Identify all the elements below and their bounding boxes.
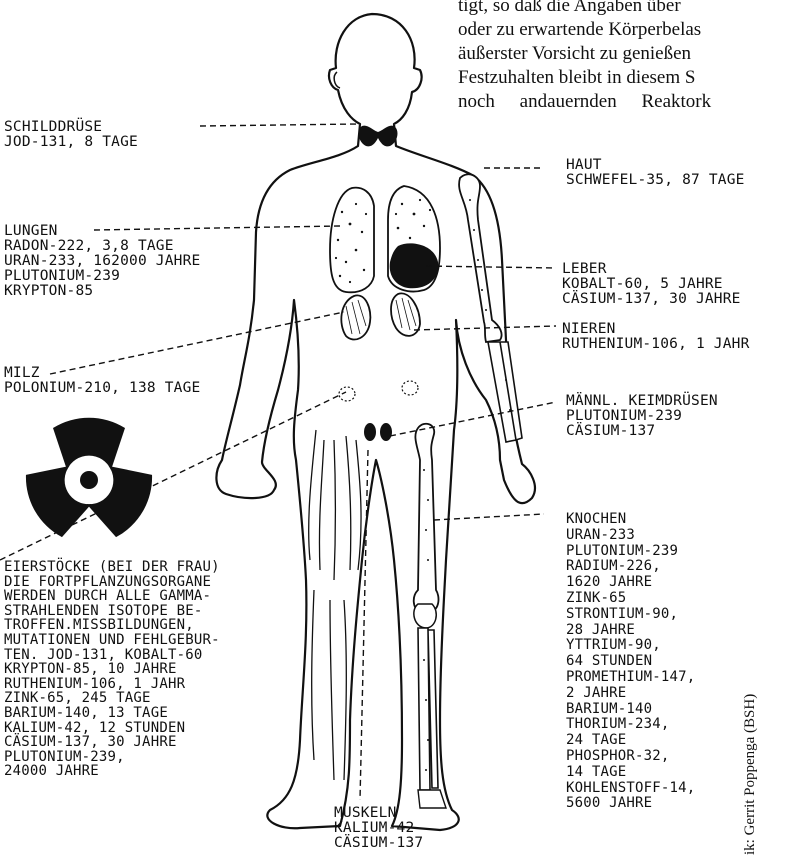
isotope-line: Krypton-85 bbox=[4, 284, 200, 299]
paragraph-line: Festzuhalten bleibt in diesem S bbox=[458, 66, 799, 90]
isotope-line: 2 Jahre bbox=[566, 686, 695, 702]
isotope-line: Die Fortpflanzungsorgane bbox=[4, 575, 220, 590]
bone-stipple bbox=[423, 199, 511, 771]
isotope-line: troffen.Mißbildungen, bbox=[4, 618, 220, 633]
isotope-line: Cäsium-137 bbox=[566, 424, 718, 439]
label-skin: HautSchwefel-35, 87 Tage bbox=[566, 158, 745, 188]
humerus-bone bbox=[459, 174, 502, 342]
isotope-line: 28 Jahre bbox=[566, 623, 695, 639]
organ-title: Eierstöcke (bei der Frau) bbox=[4, 560, 220, 575]
label-bones: KnochenUran-233Plutonium-239Radium-226,1… bbox=[566, 512, 695, 812]
isotope-line: Ruthenium-106, 1 Jahr bbox=[4, 677, 220, 692]
ear bbox=[334, 72, 340, 88]
organ-title: Knochen bbox=[566, 512, 695, 528]
organ-title: Leber bbox=[562, 262, 741, 277]
paragraph-line: äußerster Vorsicht zu genießen bbox=[458, 42, 799, 66]
paragraph-line: tigt, so daß die Angaben über bbox=[458, 0, 799, 18]
isotope-line: Plutonium-239 bbox=[566, 544, 695, 560]
isotope-line: 64 Stunden bbox=[566, 654, 695, 670]
isotope-line: Mutationen und Fehlgebur- bbox=[4, 633, 220, 648]
organ-title: Muskeln bbox=[334, 806, 423, 821]
isotope-line: Zink-65 bbox=[566, 591, 695, 607]
ovary-left bbox=[339, 387, 355, 401]
lung-left bbox=[330, 188, 374, 293]
isotope-line: Uran-233 bbox=[566, 528, 695, 544]
isotope-line: 24 Tage bbox=[566, 733, 695, 749]
organ-title: Milz bbox=[4, 366, 200, 381]
label-kidneys: NierenRuthenium-106, 1 Jahr bbox=[562, 322, 750, 352]
isotope-line: Kobalt-60, 5 Jahre bbox=[562, 277, 741, 292]
isotope-line: ten. Jod-131, Kobalt-60 bbox=[4, 648, 220, 663]
isotope-line: 5600 Jahre bbox=[566, 796, 695, 812]
label-spleen: MilzPolonium-210, 138 Tage bbox=[4, 366, 200, 396]
isotope-line: Radon-222, 3,8 Tage bbox=[4, 239, 200, 254]
leg-muscle bbox=[309, 430, 361, 780]
isotope-line: Jod-131, 8 Tage bbox=[4, 135, 138, 150]
testis-left bbox=[364, 423, 376, 441]
label-testes: Männl. KeimdrüsenPlutonium-239Cäsium-137 bbox=[566, 394, 718, 439]
isotope-line: Phosphor-32, bbox=[566, 749, 695, 765]
isotope-line: Radium-226, bbox=[566, 559, 695, 575]
isotope-line: Kohlenstoff-14, bbox=[566, 781, 695, 797]
femur-bone bbox=[414, 424, 439, 612]
radiation-trefoil-icon bbox=[17, 418, 161, 543]
isotope-line: Zink-65, 245 Tage bbox=[4, 691, 220, 706]
label-thyroid: SchilddrüseJod-131, 8 Tage bbox=[4, 120, 138, 150]
forearm-bones bbox=[488, 342, 522, 442]
isotope-line: Kalium-42 bbox=[334, 821, 423, 836]
isotope-line: Ruthenium-106, 1 Jahr bbox=[562, 337, 750, 352]
testis-right bbox=[380, 423, 392, 441]
thyroid-organ bbox=[359, 126, 398, 147]
organ-title: Männl. Keimdrüsen bbox=[566, 394, 718, 409]
organ-title: Haut bbox=[566, 158, 745, 173]
isotope-line: Plutonium-239, bbox=[4, 750, 220, 765]
label-liver: LeberKobalt-60, 5 JahreCäsium-137, 30 Ja… bbox=[562, 262, 741, 307]
image-credit: ik: Gerrit Poppenga (BSH) bbox=[742, 694, 759, 855]
label-ovaries: Eierstöcke (bei der Frau)Die Fortpflanzu… bbox=[4, 560, 220, 779]
isotope-line: Kalium-42, 12 Stunden bbox=[4, 721, 220, 736]
isotope-line: Plutonium-239 bbox=[566, 409, 718, 424]
article-paragraph: tigt, so daß die Angaben über oder zu er… bbox=[458, 0, 799, 114]
isotope-line: Thorium-234, bbox=[566, 717, 695, 733]
isotope-line: Cäsium-137 bbox=[334, 836, 423, 851]
label-lungs: LungenRadon-222, 3,8 TageUran-233, 16200… bbox=[4, 224, 200, 299]
organ-title: Nieren bbox=[562, 322, 750, 337]
knee-cap bbox=[414, 604, 436, 628]
label-muscles: MuskelnKalium-42Cäsium-137 bbox=[334, 806, 423, 851]
isotope-line: strahlenden Isotope be- bbox=[4, 604, 220, 619]
isotope-line: Cäsium-137, 30 Jahre bbox=[4, 735, 220, 750]
organ-title: Schilddrüse bbox=[4, 120, 138, 135]
isotope-line: Yttrium-90, bbox=[566, 638, 695, 654]
isotope-line: 1620 Jahre bbox=[566, 575, 695, 591]
isotope-line: 14 Tage bbox=[566, 765, 695, 781]
isotope-line: Krypton-85, 10 Jahre bbox=[4, 662, 220, 677]
ovary-right bbox=[402, 381, 418, 395]
isotope-line: Uran-233, 162000 Jahre bbox=[4, 254, 200, 269]
shin-bones bbox=[418, 628, 438, 790]
isotope-line: Cäsium-137, 30 Jahre bbox=[562, 292, 741, 307]
isotope-line: Schwefel-35, 87 Tage bbox=[566, 173, 745, 188]
isotope-line: Strontium-90, bbox=[566, 607, 695, 623]
isotope-line: werden durch alle gamma- bbox=[4, 589, 220, 604]
isotope-line: 24000 Jahre bbox=[4, 764, 220, 779]
isotope-line: Promethium-147, bbox=[566, 670, 695, 686]
isotope-line: Plutonium-239 bbox=[4, 269, 200, 284]
isotope-line: Barium-140 bbox=[566, 702, 695, 718]
isotope-line: Barium-140, 13 Tage bbox=[4, 706, 220, 721]
paragraph-line: noch andauernden Reaktork bbox=[458, 90, 799, 114]
organ-title: Lungen bbox=[4, 224, 200, 239]
isotope-line: Polonium-210, 138 Tage bbox=[4, 381, 200, 396]
paragraph-line: oder zu erwartende Körperbelas bbox=[458, 18, 799, 42]
